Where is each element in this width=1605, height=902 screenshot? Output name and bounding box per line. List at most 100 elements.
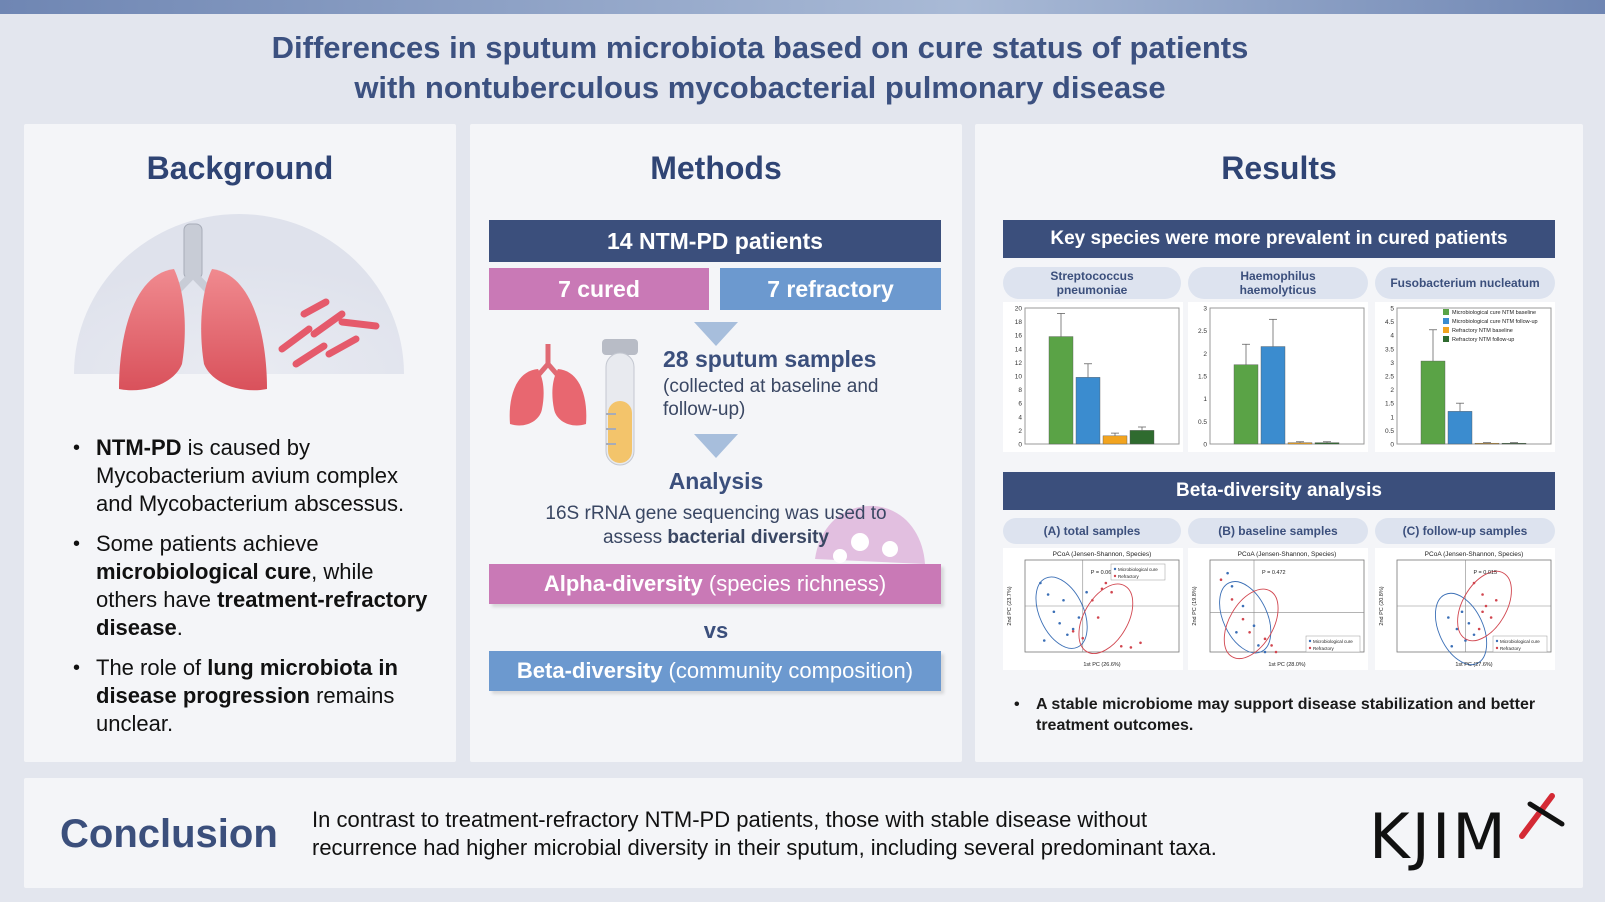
background-bullet-2: Some patients achieve microbiological cu…: [48, 530, 440, 642]
scatter-point: [1039, 581, 1042, 585]
key-species-banner: Key species were more prevalent in cured…: [1003, 220, 1555, 258]
y-tick-label: 4: [1390, 333, 1394, 340]
y-tick-label: 0.5: [1385, 428, 1394, 435]
bar-1: [1420, 360, 1446, 445]
pcoa-title: PCoA (Jensen-Shannon, Species): [1053, 551, 1152, 558]
down-arrow-icon: [694, 322, 738, 346]
scatter-point: [1270, 644, 1273, 647]
confidence-ellipse-2: [1223, 588, 1279, 659]
cured-group-box: 7 cured: [489, 268, 709, 310]
beta-pill-baseline: (B) baseline samples: [1188, 518, 1368, 544]
legend-swatch-3: [1443, 327, 1449, 333]
bar-2: [1260, 346, 1286, 445]
background-bullet-3: The role of lung microbiota in disease p…: [48, 654, 440, 738]
y-tick-label: 8: [1018, 387, 1022, 394]
scatter-point: [1464, 639, 1467, 642]
y-tick-label: 0: [1203, 442, 1207, 449]
y-tick-label: 18: [1015, 319, 1023, 326]
scatter-point: [1062, 598, 1065, 602]
scatter-point: [1100, 587, 1104, 591]
y-tick-label: 3: [1390, 360, 1394, 367]
pcoa-legend-label: Refractory: [1500, 646, 1522, 651]
y-tick-label: 14: [1015, 346, 1023, 353]
confidence-ellipse-1: [1219, 581, 1272, 654]
beta-diversity-box: Beta-diversity (community composition): [489, 651, 941, 691]
bar-3: [1287, 442, 1313, 445]
scatter-point: [1081, 636, 1085, 640]
confidence-ellipse-2: [1078, 583, 1134, 654]
down-arrow-icon-2: [694, 434, 738, 458]
scatter-point: [1119, 644, 1123, 648]
scatter-point: [1241, 617, 1245, 621]
y-tick-label: 16: [1015, 333, 1023, 340]
pcoa-chart-baseline-svg: PCoA (Jensen-Shannon, Species)P = 0.472M…: [1192, 551, 1365, 668]
legend-label-3: Refractory NTM baseline: [1452, 328, 1513, 334]
samples-note: (collected at baseline and follow-up): [663, 376, 879, 420]
page-title: Differences in sputum microbiota based o…: [0, 28, 1520, 108]
patients-banner: 14 NTM-PD patients: [489, 220, 941, 262]
scatter-point: [1052, 610, 1056, 614]
plot-frame: [1396, 307, 1552, 445]
scatter-point: [1046, 593, 1050, 596]
versus-label: vs: [703, 618, 729, 643]
beta-pill-total: (A) total samples: [1003, 518, 1181, 544]
y-tick-label: 0: [1018, 442, 1022, 449]
scatter-point: [1450, 644, 1454, 648]
scatter-point: [1085, 590, 1088, 594]
y-tick-label: 6: [1018, 401, 1022, 408]
scatter-point: [1460, 610, 1464, 614]
results-panel: Results Key species were more prevalent …: [975, 124, 1583, 762]
scatter-point: [1477, 627, 1481, 631]
y-tick-label: 5: [1390, 306, 1394, 313]
y-tick-label: 2.5: [1385, 374, 1394, 381]
pcoa-legend-label: Refractory: [1118, 574, 1140, 579]
samples-count: 28 sputum samples: [663, 346, 877, 372]
scatter-point: [1226, 571, 1229, 575]
bar-chart-2-svg: 00.511.522.53: [1198, 306, 1365, 449]
lungs-illustration-icon: [74, 214, 404, 391]
title-line-2: with nontuberculous mycobacterial pulmon…: [354, 70, 1166, 105]
y-tick-label: 1.5: [1385, 401, 1394, 408]
legend-label-4: Refractory NTM follow-up: [1452, 337, 1514, 343]
scatter-point: [1447, 616, 1450, 619]
scatter-point: [1104, 581, 1108, 585]
y-tick-label: 1.5: [1198, 374, 1207, 381]
confidence-ellipse-1: [1434, 592, 1488, 666]
scatter-point: [1241, 604, 1245, 608]
y-tick-label: 10: [1015, 374, 1023, 381]
pcoa-legend-marker: [1308, 639, 1312, 643]
scatter-point: [1066, 633, 1069, 637]
conclusion-heading: Conclusion: [60, 812, 278, 856]
y-axis-label: 2nd PC (20.8%): [1379, 586, 1385, 625]
pcoa-legend-label: Microbiological cure: [1118, 567, 1158, 572]
bar-3: [1102, 435, 1128, 445]
pcoa-legend-marker: [1113, 567, 1117, 571]
beta-diversity-banner: Beta-diversity analysis: [1003, 472, 1555, 510]
results-heading: Results: [1221, 150, 1337, 186]
scatter-point: [1263, 637, 1267, 641]
scatter-point: [1252, 624, 1256, 628]
bar-3: [1474, 442, 1500, 445]
scatter-point: [1494, 598, 1498, 602]
bar-4: [1501, 442, 1527, 445]
pcoa-legend-label: Microbiological cure: [1313, 639, 1353, 644]
permanova-p-label: P = 0.062: [1091, 570, 1115, 576]
analysis-text: 16S rRNA gene sequencing was used to ass…: [545, 503, 887, 548]
background-heading: Background: [146, 150, 334, 186]
scatter-point: [1230, 584, 1234, 588]
pcoa-legend-box: [1492, 635, 1548, 653]
methods-panel: Methods 14 NTM-PD patients 7 cured 7 ref…: [470, 124, 962, 762]
scatter-point: [1058, 621, 1061, 625]
pcoa-title: PCoA (Jensen-Shannon, Species): [1238, 551, 1337, 558]
scatter-point: [1489, 616, 1493, 619]
scatter-point: [1139, 641, 1142, 645]
bar-1: [1048, 336, 1074, 445]
scatter-point: [1467, 621, 1471, 625]
y-axis-label: 2nd PC (19.8%): [1192, 586, 1198, 625]
pcoa-legend-marker: [1308, 646, 1312, 650]
